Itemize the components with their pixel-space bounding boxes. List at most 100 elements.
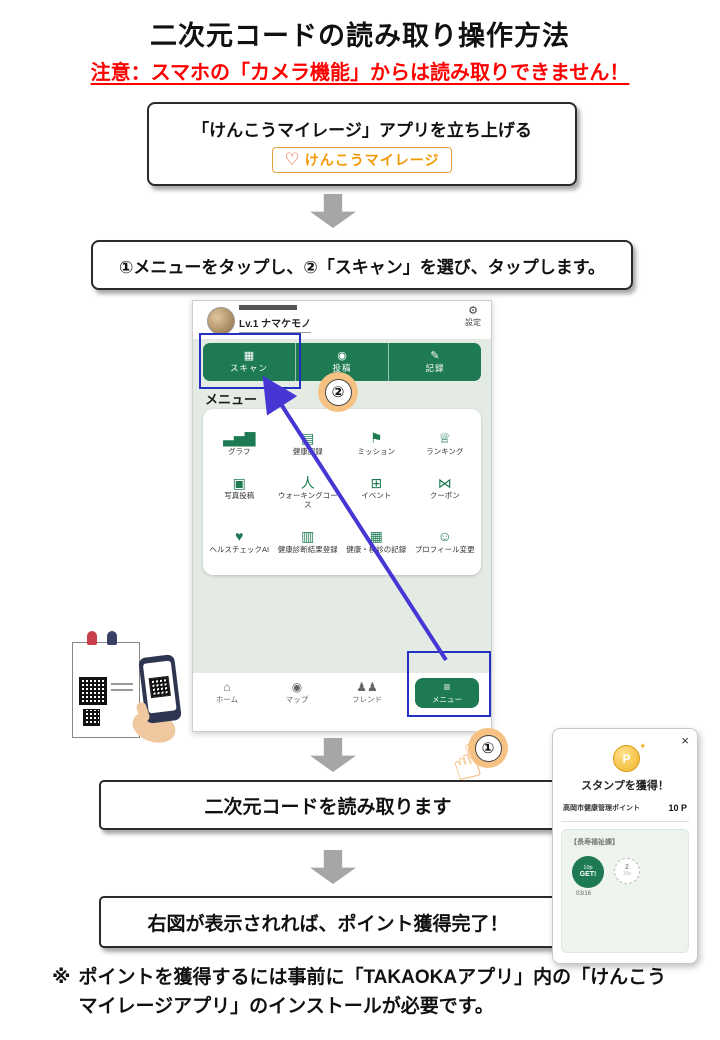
menu-item-ranking[interactable]: ♕ランキング bbox=[411, 430, 480, 455]
sparkle-icon: ✦ bbox=[639, 741, 647, 751]
menu-item-event[interactable]: ⊞イベント bbox=[342, 475, 411, 509]
point-row: 高岡市健康管理ポイント 10 P bbox=[563, 803, 687, 813]
friends-icon: ♟♟ bbox=[356, 679, 378, 694]
app-logo-label: けんこうマイレージ bbox=[304, 151, 440, 168]
nav-home[interactable]: ⌂ホーム bbox=[205, 679, 249, 705]
page-title: 二次元コードの読み取り操作方法 bbox=[150, 21, 570, 51]
action-camera[interactable]: ◉投稿 bbox=[295, 343, 388, 381]
step1-label: 「けんこうマイレージ」アプリを立ち上げる bbox=[192, 120, 532, 140]
menu-item-label: ヘルスチェックAI bbox=[209, 544, 270, 554]
qr-code-small bbox=[83, 709, 100, 726]
warning-text: 注意：スマホの「カメラ機能」からは読み取りできません！ bbox=[90, 62, 630, 84]
nav-label: メニュー bbox=[432, 695, 462, 705]
walking-icon: 人 bbox=[300, 474, 315, 491]
stand-text-line bbox=[111, 683, 133, 685]
home-icon: ⌂ bbox=[223, 679, 231, 694]
app-screenshot: Lv.1 ナマケモノ ⚙ 設定 ▦スキャン◉投稿✎記録 メニュー ▃▅▇グラフ▤… bbox=[192, 300, 492, 732]
qr-stand bbox=[72, 631, 140, 738]
stand-text-line bbox=[111, 689, 133, 691]
step-badge-1: ① bbox=[468, 728, 508, 768]
menu-item-coupon[interactable]: ⋈クーポン bbox=[411, 475, 480, 509]
nav-label: フレンド bbox=[352, 695, 382, 705]
checkup-record-icon: ▦ bbox=[369, 528, 383, 545]
menu-item-label: 健康診断結果登録 bbox=[277, 544, 338, 554]
nav-menu[interactable]: ≡メニュー bbox=[415, 678, 479, 708]
menu-item-label: 健康・検診の記録 bbox=[346, 544, 407, 554]
coupon-icon: ⋈ bbox=[437, 474, 452, 491]
menu-item-mission[interactable]: ⚑ミッション bbox=[342, 430, 411, 455]
menu-item-photo[interactable]: ▣写真投稿 bbox=[205, 475, 274, 509]
point-name: 高岡市健康管理ポイント bbox=[563, 805, 640, 812]
footnote: ※ ポイントを獲得するには事前に「TAKAOKAアプリ」内の「けんこうマイレージ… bbox=[52, 964, 672, 1021]
stamp-slot-2-points: 10p bbox=[622, 871, 632, 878]
stamp-slot-2: 2 10p bbox=[614, 858, 640, 884]
action-pencil[interactable]: ✎記録 bbox=[388, 343, 481, 381]
qr-code-large bbox=[79, 677, 107, 705]
menu-icon: ≡ bbox=[443, 679, 451, 694]
photo-icon: ▣ bbox=[232, 474, 246, 491]
menu-item-label: 写真投稿 bbox=[224, 491, 255, 501]
step-badge-2: ② bbox=[318, 372, 358, 412]
gear-icon: ⚙ bbox=[468, 305, 478, 317]
profile-icon: ☺ bbox=[437, 528, 452, 545]
stamp-earned-label: GET! bbox=[579, 871, 597, 879]
camera-icon: ◉ bbox=[337, 349, 347, 362]
qr-scan-icon: ▦ bbox=[243, 349, 255, 362]
graph-icon: ▃▅▇ bbox=[223, 430, 256, 447]
settings-label: 設定 bbox=[465, 318, 481, 328]
qr-code-on-screen bbox=[148, 675, 171, 699]
user-avatar[interactable] bbox=[207, 307, 235, 335]
map-icon: ◉ bbox=[291, 679, 303, 694]
app-header: Lv.1 ナマケモノ ⚙ 設定 bbox=[193, 301, 491, 339]
down-arrow-1 bbox=[310, 194, 356, 228]
mini-phone-screen bbox=[142, 660, 177, 714]
step1-box: 「けんこうマイレージ」アプリを立ち上げる ♡ けんこうマイレージ bbox=[147, 102, 577, 186]
menu-item-health-record[interactable]: ▤健康記録 bbox=[274, 430, 343, 455]
menu-item-walking[interactable]: 人ウォーキングコース bbox=[274, 475, 343, 509]
nav-map[interactable]: ◉マップ bbox=[275, 679, 319, 705]
popup-divider bbox=[561, 821, 689, 822]
stamp-slot-2-number: 2 bbox=[625, 864, 629, 872]
menu-item-checkup-record[interactable]: ▦健康・検診の記録 bbox=[342, 528, 411, 553]
menu-item-health-ai[interactable]: ♥ヘルスチェックAI bbox=[205, 528, 274, 553]
menu-item-profile[interactable]: ☺プロフィール変更 bbox=[411, 528, 480, 553]
menu-heading: メニュー bbox=[205, 392, 258, 407]
menu-item-checkup-result[interactable]: ▥健康診断結果登録 bbox=[274, 528, 343, 553]
footnote-text: ポイントを獲得するには事前に「TAKAOKAアプリ」内の「けんこうマイレージアプ… bbox=[78, 967, 667, 1017]
pencil-icon: ✎ bbox=[430, 349, 440, 362]
checkup-result-icon: ▥ bbox=[301, 528, 315, 545]
point-coin-icon: P bbox=[613, 745, 640, 772]
action-label: 記録 bbox=[425, 363, 445, 374]
scan-highlight-box bbox=[199, 333, 301, 389]
action-label: スキャン bbox=[229, 363, 268, 374]
menu-item-label: グラフ bbox=[228, 446, 251, 456]
down-arrow-2 bbox=[310, 738, 356, 772]
event-icon: ⊞ bbox=[370, 474, 383, 491]
action-label: 投稿 bbox=[332, 363, 352, 374]
menu-item-graph[interactable]: ▃▅▇グラフ bbox=[205, 430, 274, 455]
step3-box: 二次元コードを読み取ります bbox=[99, 780, 557, 830]
nav-label: ホーム bbox=[215, 695, 239, 705]
action-qr-scan[interactable]: ▦スキャン bbox=[203, 343, 295, 381]
heart-icon: ♡ bbox=[284, 150, 300, 169]
health-record-icon: ▤ bbox=[301, 430, 315, 447]
mascot-figure-1 bbox=[87, 631, 97, 645]
stamp-earned-points: 10p bbox=[583, 865, 593, 872]
settings-button[interactable]: ⚙ 設定 bbox=[465, 305, 481, 328]
app-logo: ♡ けんこうマイレージ bbox=[271, 146, 453, 173]
qr-scanning-illustration bbox=[68, 631, 208, 750]
user-level-name: Lv.1 ナマケモノ bbox=[239, 315, 312, 333]
stamp-reward-popup: × P ✦ スタンプを獲得！ 高岡市健康管理ポイント 10 P 【長寿福祉課】 … bbox=[552, 728, 698, 964]
menu-card: ▃▅▇グラフ▤健康記録⚑ミッション♕ランキング▣写真投稿人ウォーキングコース⊞イ… bbox=[203, 409, 481, 575]
nav-friends[interactable]: ♟♟フレンド bbox=[345, 679, 389, 705]
menu-item-label: ランキング bbox=[426, 446, 464, 456]
close-icon[interactable]: × bbox=[681, 733, 689, 748]
point-value: 10 P bbox=[668, 803, 687, 813]
step2-label: ①メニューをタップし、②「スキャン」を選び、タップします。 bbox=[118, 257, 606, 277]
popup-title: スタンプを獲得！ bbox=[581, 780, 669, 792]
mascot-figure-2 bbox=[107, 631, 117, 645]
step3-label: 二次元コードを読み取ります bbox=[204, 796, 452, 818]
step4-label: 右図が表示されれば、ポイント獲得完了！ bbox=[147, 913, 509, 935]
mission-icon: ⚑ bbox=[369, 430, 383, 447]
health-ai-icon: ♥ bbox=[235, 528, 244, 545]
